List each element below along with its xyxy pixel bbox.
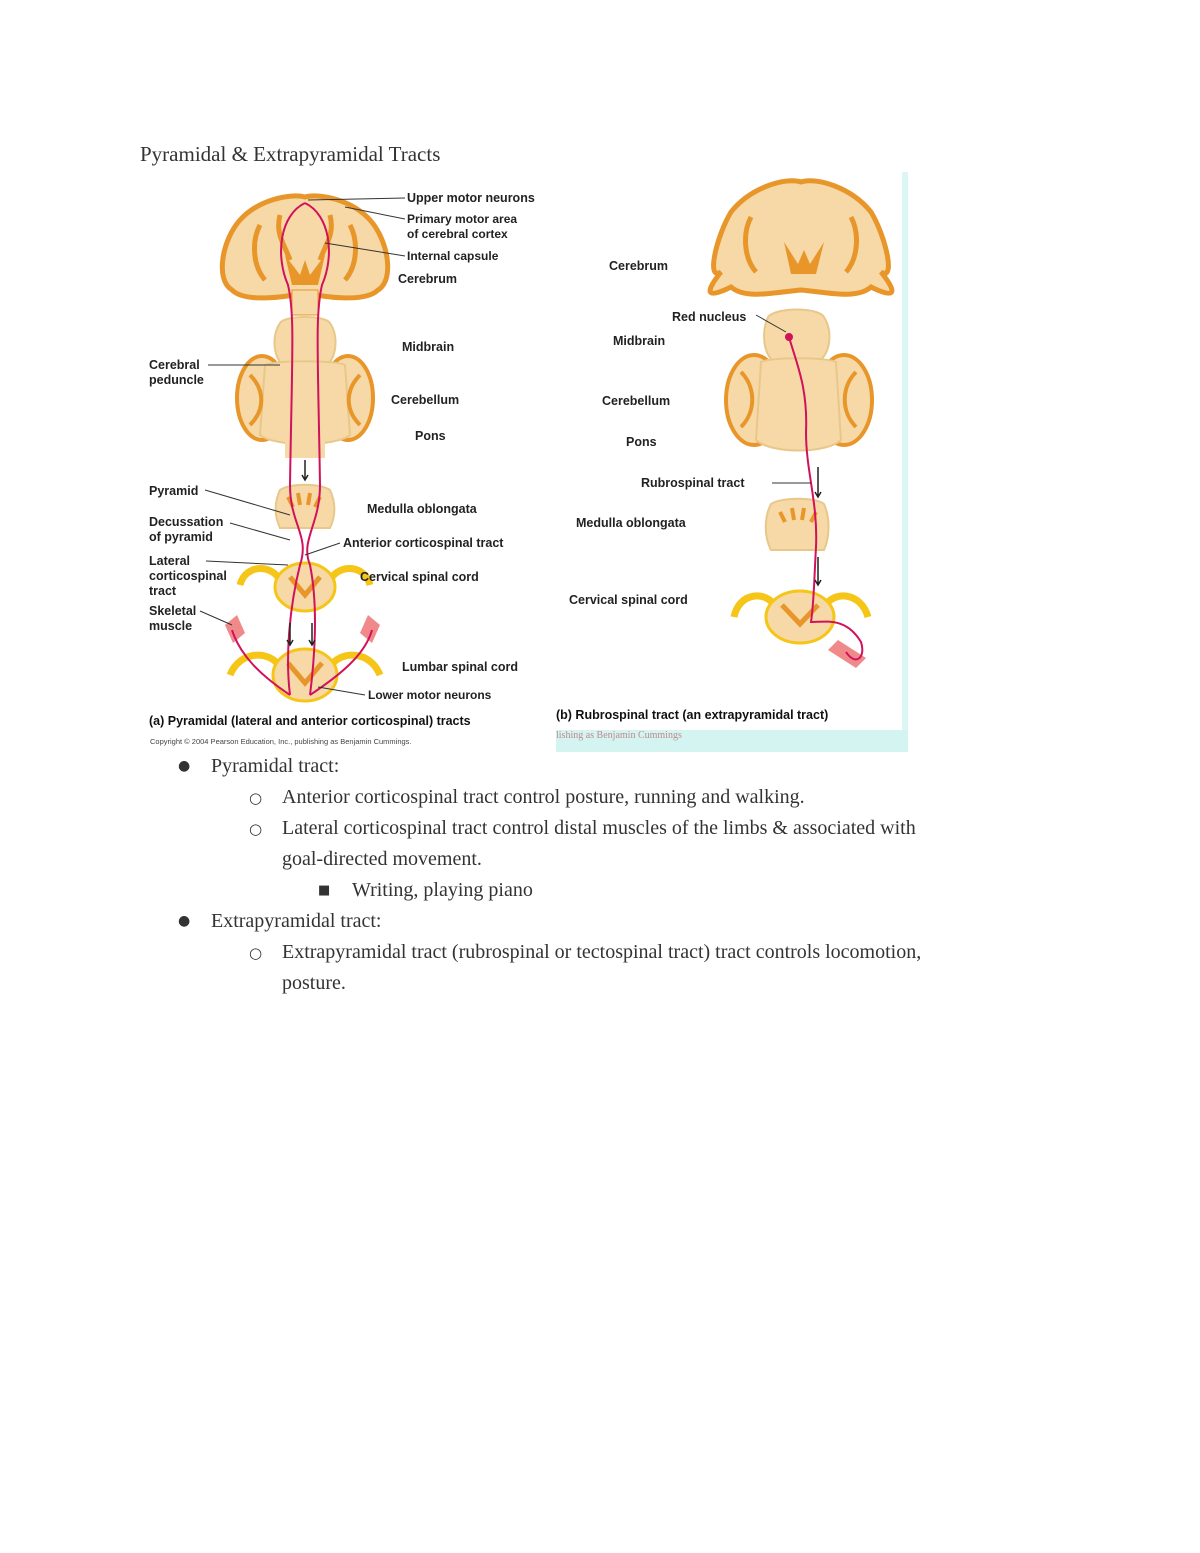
- cerebrum-illustration: [219, 193, 391, 316]
- rubrospinal-pathway: [788, 336, 864, 661]
- label-cerebral-peduncle: Cerebral: [149, 358, 200, 372]
- cerebellum-illustration-b: [724, 353, 874, 452]
- label-lumbar-spinal-cord: Lumbar spinal cord: [402, 660, 518, 674]
- figure-b-border: [902, 172, 908, 752]
- label-primary-motor-area-2: of cerebral cortex: [407, 227, 508, 241]
- label-cerebellum: Cerebellum: [391, 393, 459, 407]
- medulla-illustration-b: [764, 497, 830, 551]
- skeletal-muscle-left: [225, 615, 245, 643]
- cervical-cord-illustration-b: [730, 589, 872, 645]
- bullet-extrapyramidal-tract: Extrapyramidal tract:: [211, 910, 382, 932]
- label-pons-b: Pons: [626, 435, 657, 449]
- label-lateral: Lateral: [149, 554, 190, 568]
- figure-b-caption: (b) Rubrospinal tract (an extrapyramidal…: [556, 708, 828, 722]
- label-lateral-2: corticospinal: [149, 569, 227, 583]
- label-cervical-spinal-cord: Cervical spinal cord: [360, 570, 479, 584]
- label-midbrain-b: Midbrain: [613, 334, 665, 348]
- cervical-cord-illustration: [236, 561, 374, 613]
- label-lower-motor-neurons: Lower motor neurons: [368, 688, 492, 702]
- figure-a-copyright: Copyright © 2004 Pearson Education, Inc.…: [150, 737, 412, 746]
- medulla-illustration: [274, 483, 336, 529]
- label-medulla-oblongata: Medulla oblongata: [367, 502, 478, 516]
- label-red-nucleus: Red nucleus: [672, 310, 746, 324]
- bullet-marker-l2: ○: [249, 820, 263, 838]
- pyramidal-pathway: [231, 202, 373, 696]
- label-cerebrum: Cerebrum: [398, 272, 457, 286]
- bullet-anterior-corticospinal: Anterior corticospinal tract control pos…: [282, 786, 805, 808]
- label-pyramid: Pyramid: [149, 484, 198, 498]
- label-skeletal-muscle: Skeletal: [149, 604, 196, 618]
- bullet-lateral-corticospinal-cont: goal-directed movement.: [282, 848, 482, 870]
- bullet-extrapyramidal-detail-cont: posture.: [282, 972, 346, 994]
- label-medulla-oblongata-b: Medulla oblongata: [576, 516, 687, 530]
- page-title: Pyramidal & Extrapyramidal Tracts: [140, 142, 441, 166]
- label-pons: Pons: [415, 429, 446, 443]
- leader-lines: [199, 197, 406, 696]
- flow-arrows-b: [814, 467, 822, 587]
- label-lateral-3: tract: [149, 584, 177, 598]
- label-decussation-2: of pyramid: [149, 530, 213, 544]
- bullet-extrapyramidal-detail: Extrapyramidal tract (rubrospinal or tec…: [282, 941, 922, 963]
- bullet-pyramidal-tract: Pyramidal tract:: [211, 755, 340, 777]
- flow-arrows: [286, 460, 316, 647]
- label-decussation: Decussation: [149, 515, 223, 529]
- figure-rubrospinal-tract: Cerebrum Red nucleus Midbrain Cerebellum…: [556, 172, 908, 752]
- rubrospinal-diagram: Cerebrum Red nucleus Midbrain Cerebellum…: [556, 178, 895, 741]
- bullet-lateral-corticospinal: Lateral corticospinal tract control dist…: [282, 817, 916, 839]
- label-midbrain: Midbrain: [402, 340, 454, 354]
- skeletal-muscle-right: [360, 615, 380, 643]
- midbrain-illustration: [273, 316, 337, 368]
- label-skeletal-muscle-2: muscle: [149, 619, 192, 633]
- label-primary-motor-area: Primary motor area: [407, 212, 517, 226]
- cerebellum-illustration: [235, 354, 375, 458]
- label-cervical-spinal-cord-b: Cervical spinal cord: [569, 593, 688, 607]
- figure-b-watermark: lishing as Benjamin Cummings: [556, 730, 682, 741]
- bullet-marker-l1: ●: [178, 913, 191, 929]
- midbrain-illustration-b: [763, 308, 831, 363]
- label-internal-capsule: Internal capsule: [407, 249, 499, 263]
- bullet-writing-piano: Writing, playing piano: [352, 879, 533, 901]
- bullet-marker-l2: ○: [249, 789, 263, 807]
- figure-b-footer-band: [556, 730, 908, 752]
- label-cerebrum-b: Cerebrum: [609, 259, 668, 273]
- cerebrum-illustration-b: [707, 178, 895, 297]
- bullet-marker-l1: ●: [178, 758, 191, 774]
- bullet-marker-l2: ○: [249, 944, 263, 962]
- label-rubrospinal-tract: Rubrospinal tract: [641, 476, 745, 490]
- bullet-marker-l3: ■: [318, 883, 331, 898]
- figure-a-caption: (a) Pyramidal (lateral and anterior cort…: [149, 714, 471, 728]
- label-anterior-corticospinal-tract: Anterior corticospinal tract: [343, 536, 504, 550]
- pyramidal-diagram: Upper motor neurons Primary motor area o…: [149, 191, 535, 746]
- label-upper-motor-neurons: Upper motor neurons: [407, 191, 535, 205]
- figure-pyramidal-tracts: Upper motor neurons Primary motor area o…: [140, 185, 552, 750]
- label-cerebral-peduncle-2: peduncle: [149, 373, 204, 387]
- label-cerebellum-b: Cerebellum: [602, 394, 670, 408]
